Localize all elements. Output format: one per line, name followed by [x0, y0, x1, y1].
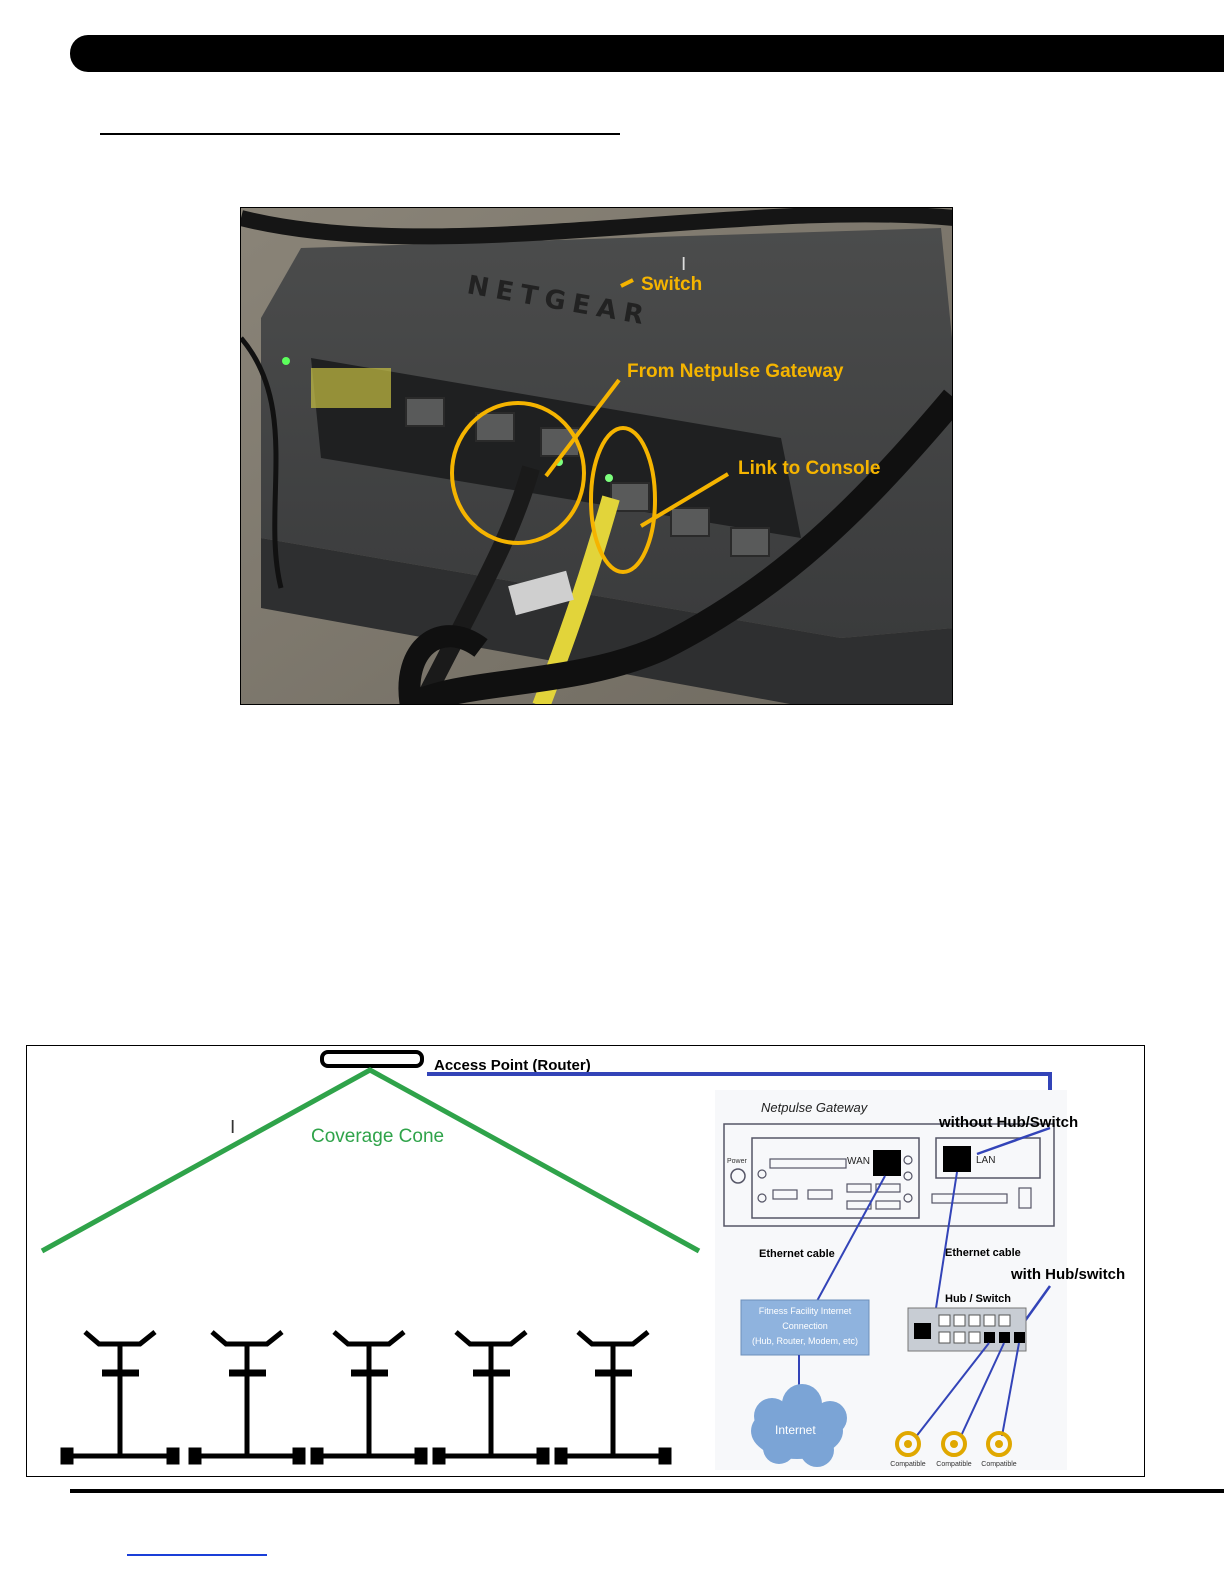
compatible-logo-icon — [986, 1431, 1012, 1457]
from-gateway-label: From Netpulse Gateway — [627, 361, 844, 382]
port — [405, 397, 445, 427]
direct-lan-cable — [976, 1126, 1051, 1156]
facility-connection-box — [740, 1299, 870, 1356]
thick-cable — [398, 625, 488, 704]
facility-line-2: Connection — [782, 1321, 828, 1331]
lan-to-hub-cable — [933, 1171, 958, 1322]
hub-ports — [938, 1314, 1011, 1344]
compatible-logo-icon — [895, 1431, 921, 1457]
text-cursor-icon: I — [681, 254, 686, 275]
console-cable — [960, 1342, 1005, 1437]
wan-port — [873, 1150, 901, 1176]
fitness-equipment-icon — [60, 1330, 180, 1465]
compatible-label: Compatible — [981, 1461, 1017, 1468]
hub-label: Hub / Switch — [945, 1293, 1011, 1305]
compatible-label: Compatible — [936, 1461, 972, 1468]
cable-tag — [508, 570, 574, 616]
switch-label: Switch — [641, 274, 702, 295]
annotations — [450, 278, 730, 574]
fitness-equipment-group — [60, 1330, 672, 1465]
internet-label: Internet — [775, 1423, 816, 1437]
network-diagram: Access Point (Router) Coverage Cone I — [26, 1045, 1145, 1477]
fitness-equipment-icon — [310, 1330, 428, 1465]
port — [670, 507, 710, 537]
fitness-equipment-icon — [554, 1330, 672, 1465]
console-port-highlight — [589, 426, 657, 574]
header-bar — [70, 35, 1224, 72]
without-hub-label: without Hub/Switch — [938, 1114, 1078, 1131]
power-led — [282, 357, 290, 365]
port — [475, 412, 515, 442]
with-hub-label: with Hub/switch — [1010, 1266, 1125, 1283]
footer-rule — [70, 1489, 1224, 1493]
cable — [241, 208, 952, 245]
power-button-icon — [730, 1168, 746, 1184]
internet-cloud-icon — [751, 1384, 847, 1467]
hub-port-used — [1014, 1332, 1025, 1343]
coverage-cone — [40, 1067, 701, 1254]
access-point-icon — [320, 1050, 424, 1068]
gateway-title: Netpulse Gateway — [761, 1100, 869, 1115]
black-ethernet-cable — [412, 465, 540, 704]
compatible-label: Compatible — [890, 1461, 926, 1468]
gateway-left-panel — [751, 1137, 920, 1219]
heading-underline — [100, 133, 620, 135]
compatible-logo-icon — [941, 1431, 967, 1457]
console-cable — [1001, 1342, 1020, 1437]
switch-photo-illustration: NETGEAR Switch From Netpulse Gateway Lin… — [241, 208, 952, 704]
thick-cable — [404, 389, 952, 704]
footer-link-underline[interactable] — [127, 1554, 267, 1556]
link-console-label: Link to Console — [738, 458, 881, 479]
gateway-pointer — [544, 378, 621, 478]
led-strip — [311, 368, 391, 408]
power-label: Power — [727, 1158, 748, 1165]
console-cable — [914, 1342, 990, 1439]
facility-line-3: (Hub, Router, Modem, etc) — [752, 1336, 858, 1346]
ethernet-cable-label-right: Ethernet cable — [945, 1247, 1021, 1259]
hub-port-used — [984, 1332, 995, 1343]
switch-front — [261, 538, 952, 704]
gateway-port-highlight — [450, 401, 586, 545]
hub-uplink-port — [914, 1323, 931, 1339]
lan-port — [943, 1146, 971, 1172]
wan-cable — [816, 1175, 886, 1302]
lan-label: LAN — [976, 1155, 995, 1166]
gateway-right-panel — [935, 1137, 1041, 1179]
hub-port-used — [999, 1332, 1010, 1343]
cable — [241, 336, 284, 589]
switch-photo: NETGEAR Switch From Netpulse Gateway Lin… — [240, 207, 953, 705]
port-led — [605, 474, 613, 482]
facility-line-1: Fitness Facility Internet — [759, 1306, 852, 1316]
switch-pointer — [620, 278, 634, 288]
console-pointer — [639, 472, 730, 528]
gateway-device — [723, 1123, 1055, 1227]
ethernet-cable-label-left: Ethernet cable — [759, 1248, 835, 1260]
text-cursor-icon: I — [230, 1117, 235, 1138]
network-diagram-illustration: Access Point (Router) Coverage Cone I — [40, 1050, 1125, 1470]
fitness-equipment-icon — [432, 1330, 550, 1465]
port — [730, 527, 770, 557]
fitness-equipment-icon — [188, 1330, 306, 1465]
gateway-slots — [757, 1155, 1032, 1210]
access-point-label: Access Point (Router) — [434, 1057, 591, 1074]
wan-label: WAN — [847, 1156, 870, 1167]
coverage-cone-label: Coverage Cone — [311, 1126, 444, 1147]
